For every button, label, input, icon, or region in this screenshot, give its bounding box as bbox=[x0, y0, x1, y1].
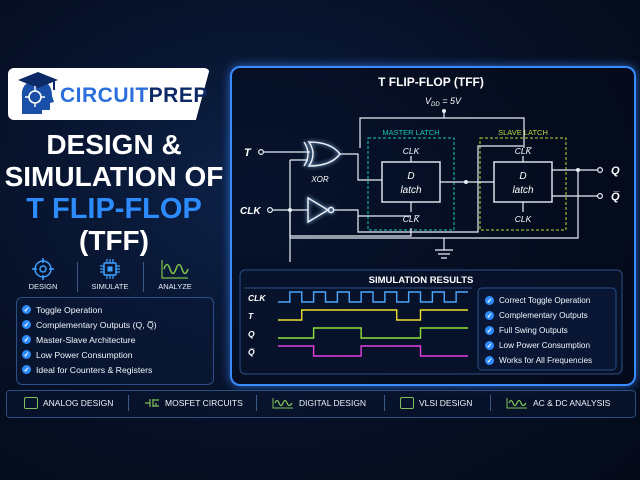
chip-icon bbox=[24, 397, 38, 409]
chip-icon bbox=[400, 397, 414, 409]
waveform-1 bbox=[278, 309, 468, 321]
input-clk-label: CLK bbox=[240, 206, 261, 217]
slave-clk-label: CLK bbox=[515, 214, 532, 224]
diagram-title: T FLIP-FLOP (TFF) bbox=[378, 75, 484, 89]
signal-label-1: T bbox=[248, 311, 254, 321]
master-clkbar-label: CLK̅ bbox=[403, 214, 420, 224]
master-d-latch bbox=[381, 161, 441, 203]
topic-mosfet-circuits: MOSFET CIRCUITS bbox=[144, 397, 243, 409]
svg-text:D: D bbox=[407, 171, 414, 182]
check-icon: ✓ bbox=[485, 311, 494, 320]
list-item: ✓Correct Toggle Operation bbox=[485, 296, 591, 305]
check-icon: ✓ bbox=[22, 335, 31, 344]
page-title-line-2: SIMULATION OF bbox=[4, 161, 224, 192]
divider bbox=[128, 395, 129, 411]
slave-latch-label: SLAVE LATCH bbox=[498, 128, 548, 137]
vdd-rail bbox=[359, 111, 525, 128]
features-panel bbox=[16, 297, 214, 385]
waveform-2 bbox=[278, 327, 468, 339]
slave-clkbar-label: CLK̅ bbox=[515, 146, 532, 156]
simulation-title: SIMULATION RESULTS bbox=[369, 275, 474, 286]
output-qbar-label: Q̅ bbox=[611, 191, 620, 203]
brand-name: CIRCUITPREP bbox=[60, 84, 208, 107]
divider bbox=[77, 262, 78, 292]
master-clk-label: CLK bbox=[403, 146, 420, 156]
tff-schematic: T FLIP-FLOP (TFF) VDD = 5V MASTER LATCH … bbox=[239, 75, 623, 375]
check-icon: ✓ bbox=[485, 341, 494, 350]
waveform-icon bbox=[272, 398, 293, 409]
list-item: ✓Toggle Operation bbox=[22, 304, 103, 315]
waveform-plot: CLK TQ Q̅ bbox=[248, 291, 468, 357]
mosfet-icon bbox=[145, 399, 159, 407]
feedback-wire bbox=[290, 170, 579, 239]
check-icon: ✓ bbox=[22, 305, 31, 314]
svg-text:D: D bbox=[519, 171, 526, 182]
check-icon: ✓ bbox=[22, 350, 31, 359]
waveform-3 bbox=[278, 345, 468, 357]
target-icon bbox=[32, 258, 54, 280]
inverter bbox=[307, 196, 335, 224]
check-icon: ✓ bbox=[22, 365, 31, 374]
step-label-analyze: ANALYZE bbox=[158, 282, 192, 291]
waveform-0 bbox=[278, 291, 468, 303]
divider bbox=[490, 395, 491, 411]
divider bbox=[384, 395, 385, 411]
results-box bbox=[477, 287, 617, 371]
feature-list: ✓Toggle Operation ✓Complementary Outputs… bbox=[22, 302, 157, 377]
list-item: ✓Master-Slave Architecture bbox=[22, 334, 136, 345]
topics-bar bbox=[6, 390, 636, 418]
graduate-head-icon bbox=[18, 72, 58, 114]
input-t-label: T bbox=[244, 147, 252, 159]
svg-text:latch: latch bbox=[400, 185, 422, 196]
check-icon: ✓ bbox=[485, 296, 494, 305]
waveform-icon bbox=[161, 260, 189, 279]
topic-vlsi-design: VLSI DESIGN bbox=[400, 397, 472, 409]
list-item: ✓Works for All Frequencies bbox=[485, 356, 593, 365]
divider bbox=[143, 262, 144, 292]
waveform-icon bbox=[506, 398, 527, 409]
xor-label: XOR bbox=[310, 175, 329, 184]
chip-icon bbox=[100, 259, 120, 279]
list-item: ✓Complementary Outputs (Q, Q̅) bbox=[22, 319, 157, 330]
page-title-line-1: DESIGN & bbox=[46, 129, 182, 160]
output-q-label: Q bbox=[611, 165, 620, 177]
page-title-line-4: (TFF) bbox=[79, 225, 149, 256]
ground-icon bbox=[435, 238, 453, 259]
signal-label-0: CLK bbox=[248, 293, 266, 303]
list-item: ✓Low Power Consumption bbox=[22, 349, 133, 360]
step-label-design: DESIGN bbox=[28, 282, 58, 291]
xor-gate bbox=[303, 141, 341, 167]
slave-latch-box bbox=[479, 137, 567, 231]
check-icon: ✓ bbox=[485, 356, 494, 365]
signal-label-2: Q bbox=[248, 329, 255, 339]
list-item: ✓Low Power Consumption bbox=[485, 341, 591, 350]
results-list: ✓Correct Toggle Operation ✓Complementary… bbox=[485, 293, 592, 368]
topic-digital-design: DIGITAL DESIGN bbox=[272, 397, 366, 409]
page-title-line-3: T FLIP-FLOP bbox=[26, 193, 202, 225]
topic-ac-dc-analysis: AC & DC ANALYSIS bbox=[506, 397, 610, 409]
divider bbox=[256, 395, 257, 411]
check-icon: ✓ bbox=[22, 320, 31, 329]
master-latch-label: MASTER LATCH bbox=[382, 128, 439, 137]
list-item: ✓Complementary Outputs bbox=[485, 311, 588, 320]
signal-label-3: Q̅ bbox=[248, 347, 255, 357]
list-item: ✓Ideal for Counters & Registers bbox=[22, 364, 153, 375]
step-label-simulate: SIMULATE bbox=[91, 282, 129, 291]
vdd-label: VDD = 5V bbox=[425, 96, 462, 108]
wires-xor bbox=[264, 151, 382, 262]
slave-d-latch bbox=[493, 161, 553, 203]
list-item: ✓Full Swing Outputs bbox=[485, 326, 568, 335]
check-icon: ✓ bbox=[485, 326, 494, 335]
topic-analog-design: ANALOG DESIGN bbox=[24, 397, 113, 409]
svg-text:latch: latch bbox=[512, 185, 534, 196]
